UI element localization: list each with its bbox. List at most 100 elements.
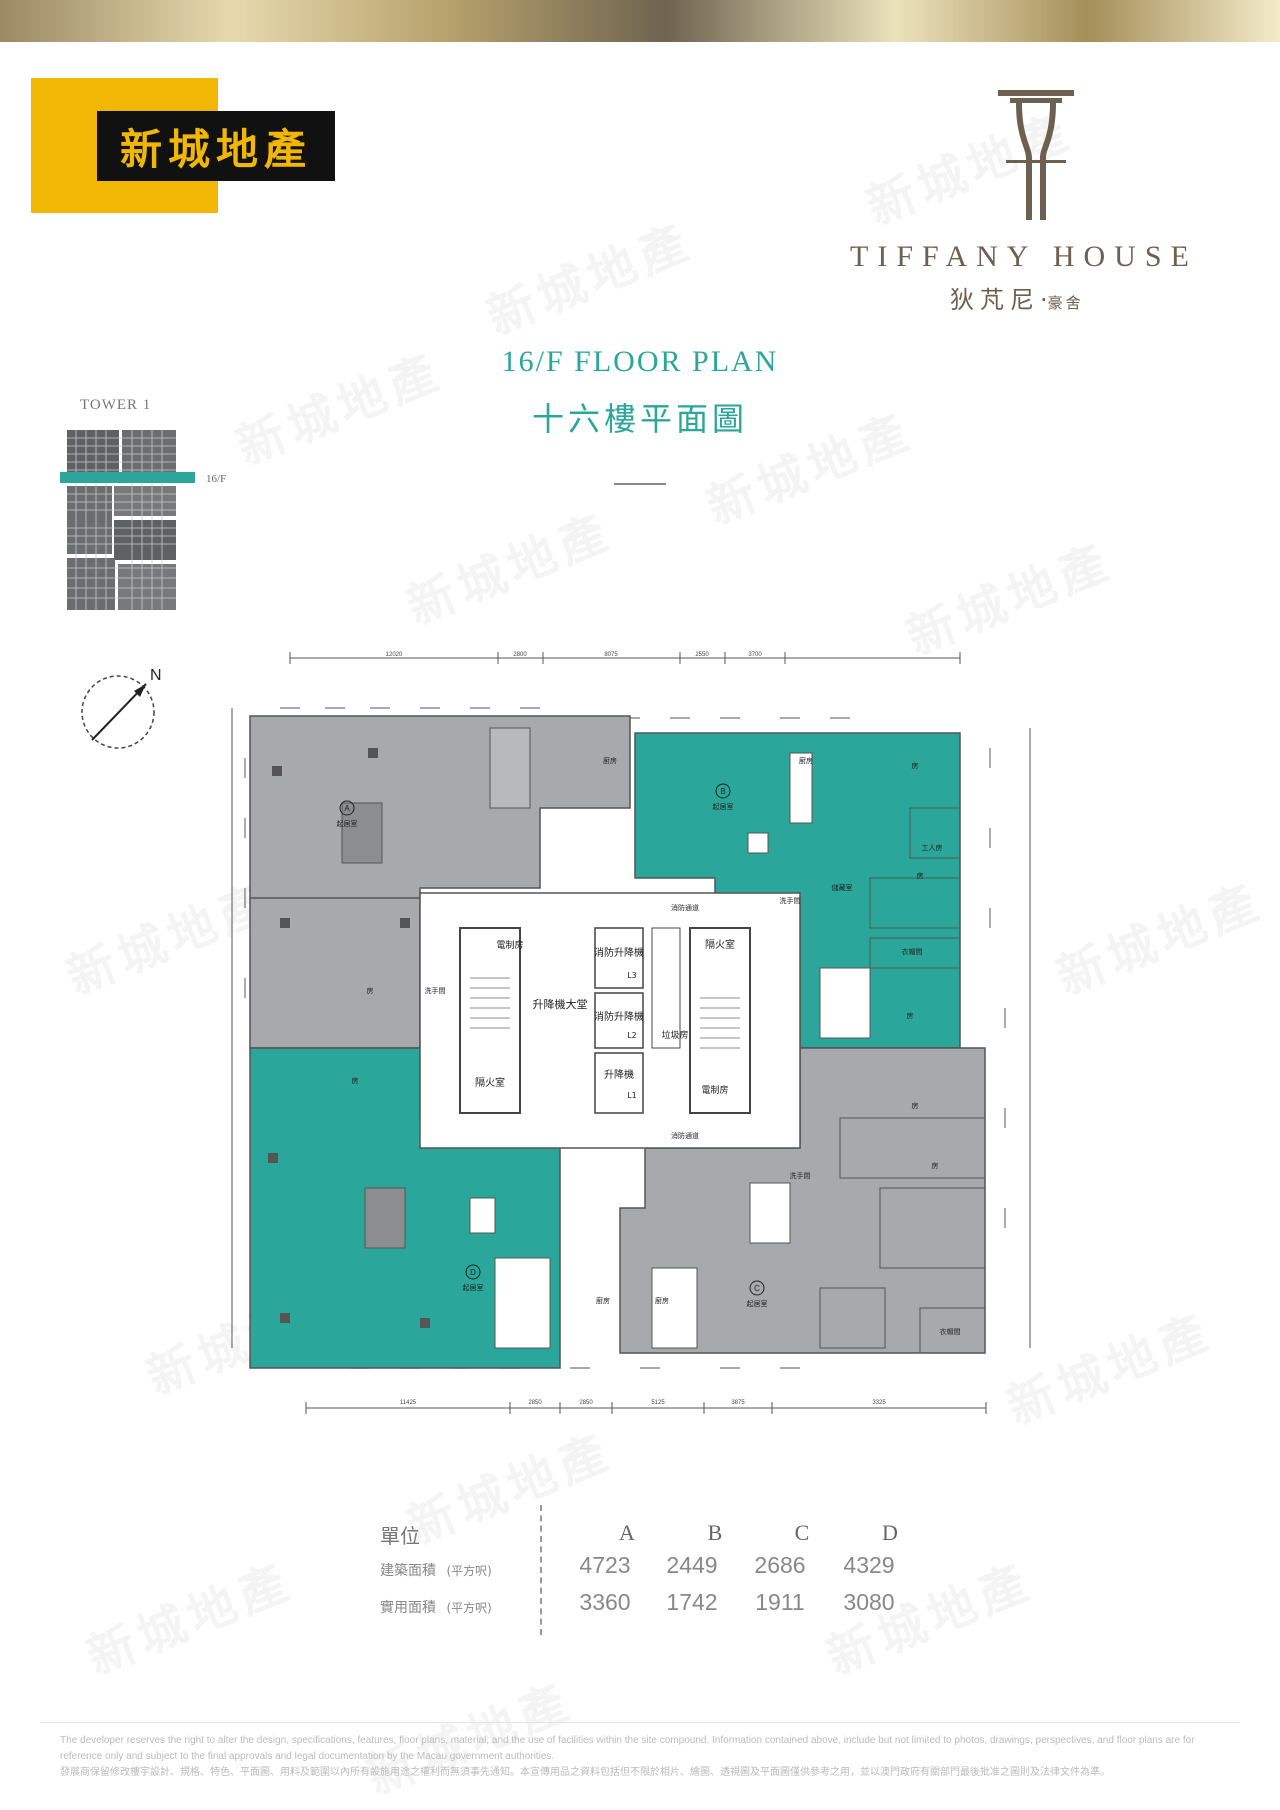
room-label: 房 — [352, 1076, 359, 1085]
room-label: 房 — [367, 986, 374, 995]
tower-elevation-thumbnail — [64, 428, 179, 613]
lift-l3 — [594, 927, 644, 989]
servant-room-label: 工人房 — [922, 843, 943, 852]
unit-d-room: 起居室 — [463, 1283, 484, 1292]
developer-logo: 新城地產 — [97, 111, 335, 181]
bottom-dimension: 5125 — [651, 1400, 665, 1406]
lift-l2 — [594, 992, 644, 1049]
lift-l1 — [594, 1052, 644, 1114]
walk-in-closet-label: 衣帽間 — [902, 947, 923, 956]
disclaimer-english: The developer reserves the right to alte… — [60, 1735, 1195, 1762]
unit-column-header: C — [794, 1520, 810, 1545]
kitchen-label: 廚房 — [655, 1296, 669, 1305]
lift-id: L2 — [627, 1031, 637, 1040]
brand-name-english: TIFFANY HOUSE — [850, 240, 1198, 273]
saleable-area-value: 3080 — [843, 1589, 895, 1615]
room-label: 房 — [932, 1161, 939, 1170]
page-title-chinese: 十六樓平面圖 — [531, 400, 748, 438]
brand-name-chinese: 狄芃尼·豪舍 — [950, 286, 1084, 314]
unit-header-label: 單位 — [380, 1524, 420, 1548]
floor-plan: 12020 2800 8075 2550 3700 11425 2850 285… — [231, 652, 1031, 1414]
kitchen-label: 廚房 — [799, 756, 813, 765]
storeroom-label: 儲藏室 — [832, 883, 853, 892]
room-label: 房 — [907, 1011, 914, 1020]
watermark: 新城地產 — [479, 213, 701, 347]
unit-b-marker: B — [720, 787, 725, 796]
walk-in-closet-label: 衣帽間 — [940, 1327, 961, 1336]
watermark: 新城地產 — [79, 1553, 301, 1687]
gross-area-value: 2449 — [666, 1552, 718, 1578]
toilet-label: 洗手間 — [790, 1171, 811, 1180]
current-floor-marker — [60, 472, 195, 483]
bottom-dimension: 3325 — [872, 1400, 886, 1406]
electrical-room-label: 電制房 — [496, 939, 523, 951]
unit-column-header: D — [882, 1520, 898, 1545]
stair-a — [459, 927, 521, 1114]
saleable-area-value: 3360 — [579, 1589, 631, 1615]
current-floor-label: 16/F — [206, 473, 227, 485]
top-dimension: 3700 — [748, 652, 762, 658]
fire-passage-label: 消防通道 — [671, 903, 699, 912]
unit-column-header: A — [619, 1520, 635, 1545]
top-dimension: 2550 — [695, 652, 709, 658]
table-divider — [540, 1505, 542, 1635]
developer-logo-text: 新城地產 — [119, 124, 312, 174]
saleable-area-label: 實用面積 (平方呎) — [380, 1597, 492, 1617]
brand-name-chinese-suffix: 豪舍 — [1047, 294, 1084, 312]
unit-c-marker: C — [754, 1284, 760, 1293]
gross-area-label: 建築面積 (平方呎) — [380, 1560, 492, 1580]
lift-lobby-label: 升降機大堂 — [533, 997, 588, 1011]
tower-label: TOWER 1 — [80, 397, 152, 413]
disclaimer: The developer reserves the right to alte… — [60, 1733, 1225, 1781]
watermark: 新城地產 — [899, 533, 1121, 667]
gross-area-value: 4329 — [843, 1552, 895, 1578]
disclaimer-chinese: 發展商保留修改樓宇設計、規格、特色、平面圖、用料及範圍以內所有設施用途之權利而無… — [60, 1767, 1110, 1778]
bottom-dimension: 2850 — [528, 1400, 542, 1406]
saleable-area-value: 1742 — [666, 1589, 718, 1615]
stair-b — [689, 927, 751, 1114]
bottom-dimension: 2850 — [579, 1400, 593, 1406]
unit-d-marker: D — [470, 1268, 476, 1277]
kitchen-label: 廚房 — [603, 756, 617, 765]
unit-c-room: 起居室 — [747, 1299, 768, 1308]
room-label: 房 — [912, 761, 919, 770]
unit-a-room: 起居室 — [337, 819, 358, 828]
saleable-area-unit: (平方呎) — [446, 1601, 492, 1615]
top-dimension: 12020 — [386, 652, 403, 658]
gross-area-label-text: 建築面積 — [380, 1563, 436, 1579]
toilet-label: 洗手間 — [780, 896, 801, 905]
tiffany-house-monogram-icon — [998, 90, 1074, 220]
lift-label: 升降機 — [604, 1068, 634, 1081]
bottom-dimension: 3875 — [731, 1400, 745, 1406]
gross-area-unit: (平方呎) — [446, 1564, 492, 1578]
unit-column-header: B — [707, 1520, 723, 1545]
refuse-room-label: 垃圾房 — [661, 1029, 688, 1041]
bottom-dimension: 11425 — [400, 1400, 417, 1406]
lift-id: L3 — [627, 971, 637, 980]
watermark: 新城地產 — [399, 503, 621, 637]
gold-header-bar — [0, 0, 1280, 42]
brand-name-chinese-main: 狄芃尼 — [950, 286, 1040, 314]
electrical-room-label: 電制房 — [701, 1084, 728, 1096]
room-label: 房 — [912, 1101, 919, 1110]
north-label: N — [150, 667, 162, 684]
gross-area-value: 4723 — [579, 1552, 631, 1578]
title-divider — [614, 483, 666, 485]
kitchen-label: 廚房 — [596, 1296, 610, 1305]
north-arrow-icon: N — [81, 667, 162, 749]
fire-lobby-label: 隔火室 — [475, 1076, 505, 1089]
saleable-area-value: 1911 — [755, 1589, 805, 1615]
top-dimension: 2800 — [513, 652, 527, 658]
fire-lobby-label: 隔火室 — [705, 938, 735, 951]
unit-a-marker: A — [344, 804, 350, 813]
toilet-label: 洗手間 — [425, 986, 446, 995]
room-label: 房 — [917, 871, 924, 880]
unit-b-room: 起居室 — [713, 802, 734, 811]
saleable-area-label-text: 實用面積 — [380, 1600, 436, 1616]
gross-area-value: 2686 — [754, 1552, 806, 1578]
lift-id: L1 — [627, 1091, 637, 1100]
fire-passage-label: 消防通道 — [671, 1131, 699, 1140]
watermark: 新城地產 — [1049, 873, 1271, 1007]
footer-divider — [40, 1722, 1240, 1723]
fire-lift-label: 消防升降機 — [594, 1010, 644, 1023]
